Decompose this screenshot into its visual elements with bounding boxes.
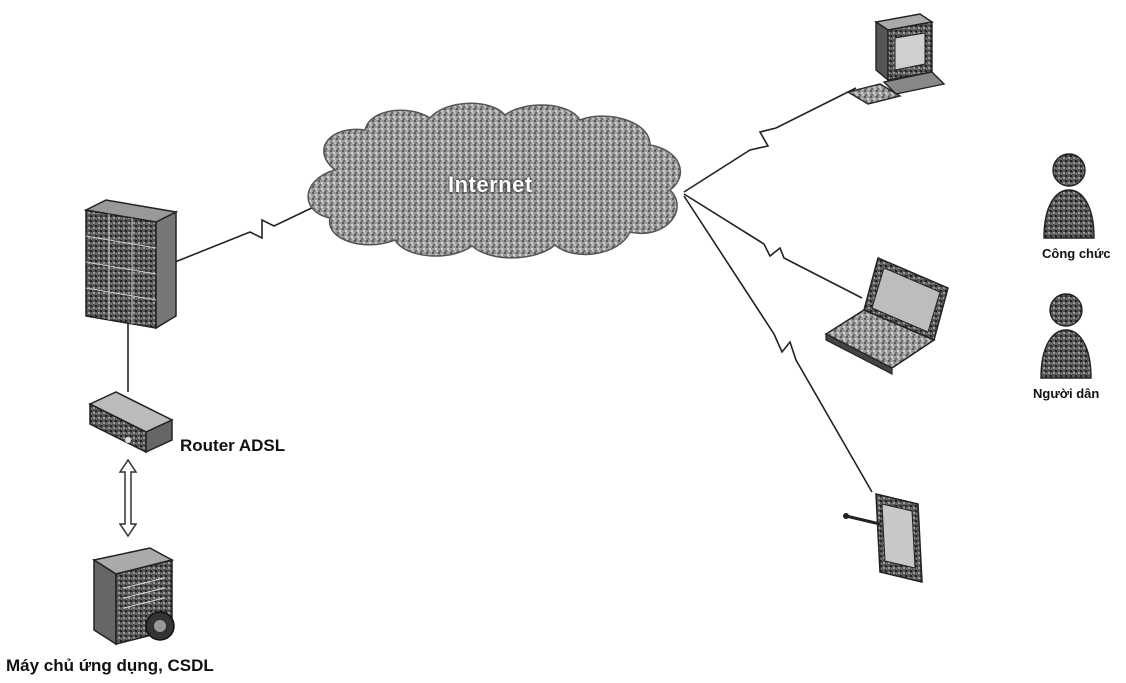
internet-label: Internet — [448, 172, 533, 198]
legend-label-cong-chuc: Công chức — [1042, 246, 1111, 261]
tablet-icon — [843, 494, 922, 582]
laptop-icon — [826, 258, 948, 374]
firewall-icon — [86, 200, 176, 328]
server-label: Máy chủ ứng dụng, CSDL — [6, 656, 214, 676]
desktop-computer-icon — [848, 14, 944, 104]
user-icon — [1044, 154, 1094, 238]
double-arrow-icon — [120, 460, 136, 536]
link-firewall-internet — [175, 204, 320, 262]
server-icon — [94, 548, 174, 644]
legend-label-nguoi-dan: Người dân — [1033, 386, 1099, 401]
router-icon — [90, 392, 172, 452]
user-icon — [1041, 294, 1091, 378]
link-internet-desktop — [684, 88, 856, 192]
router-label: Router ADSL — [180, 436, 285, 456]
link-internet-laptop — [684, 194, 862, 298]
